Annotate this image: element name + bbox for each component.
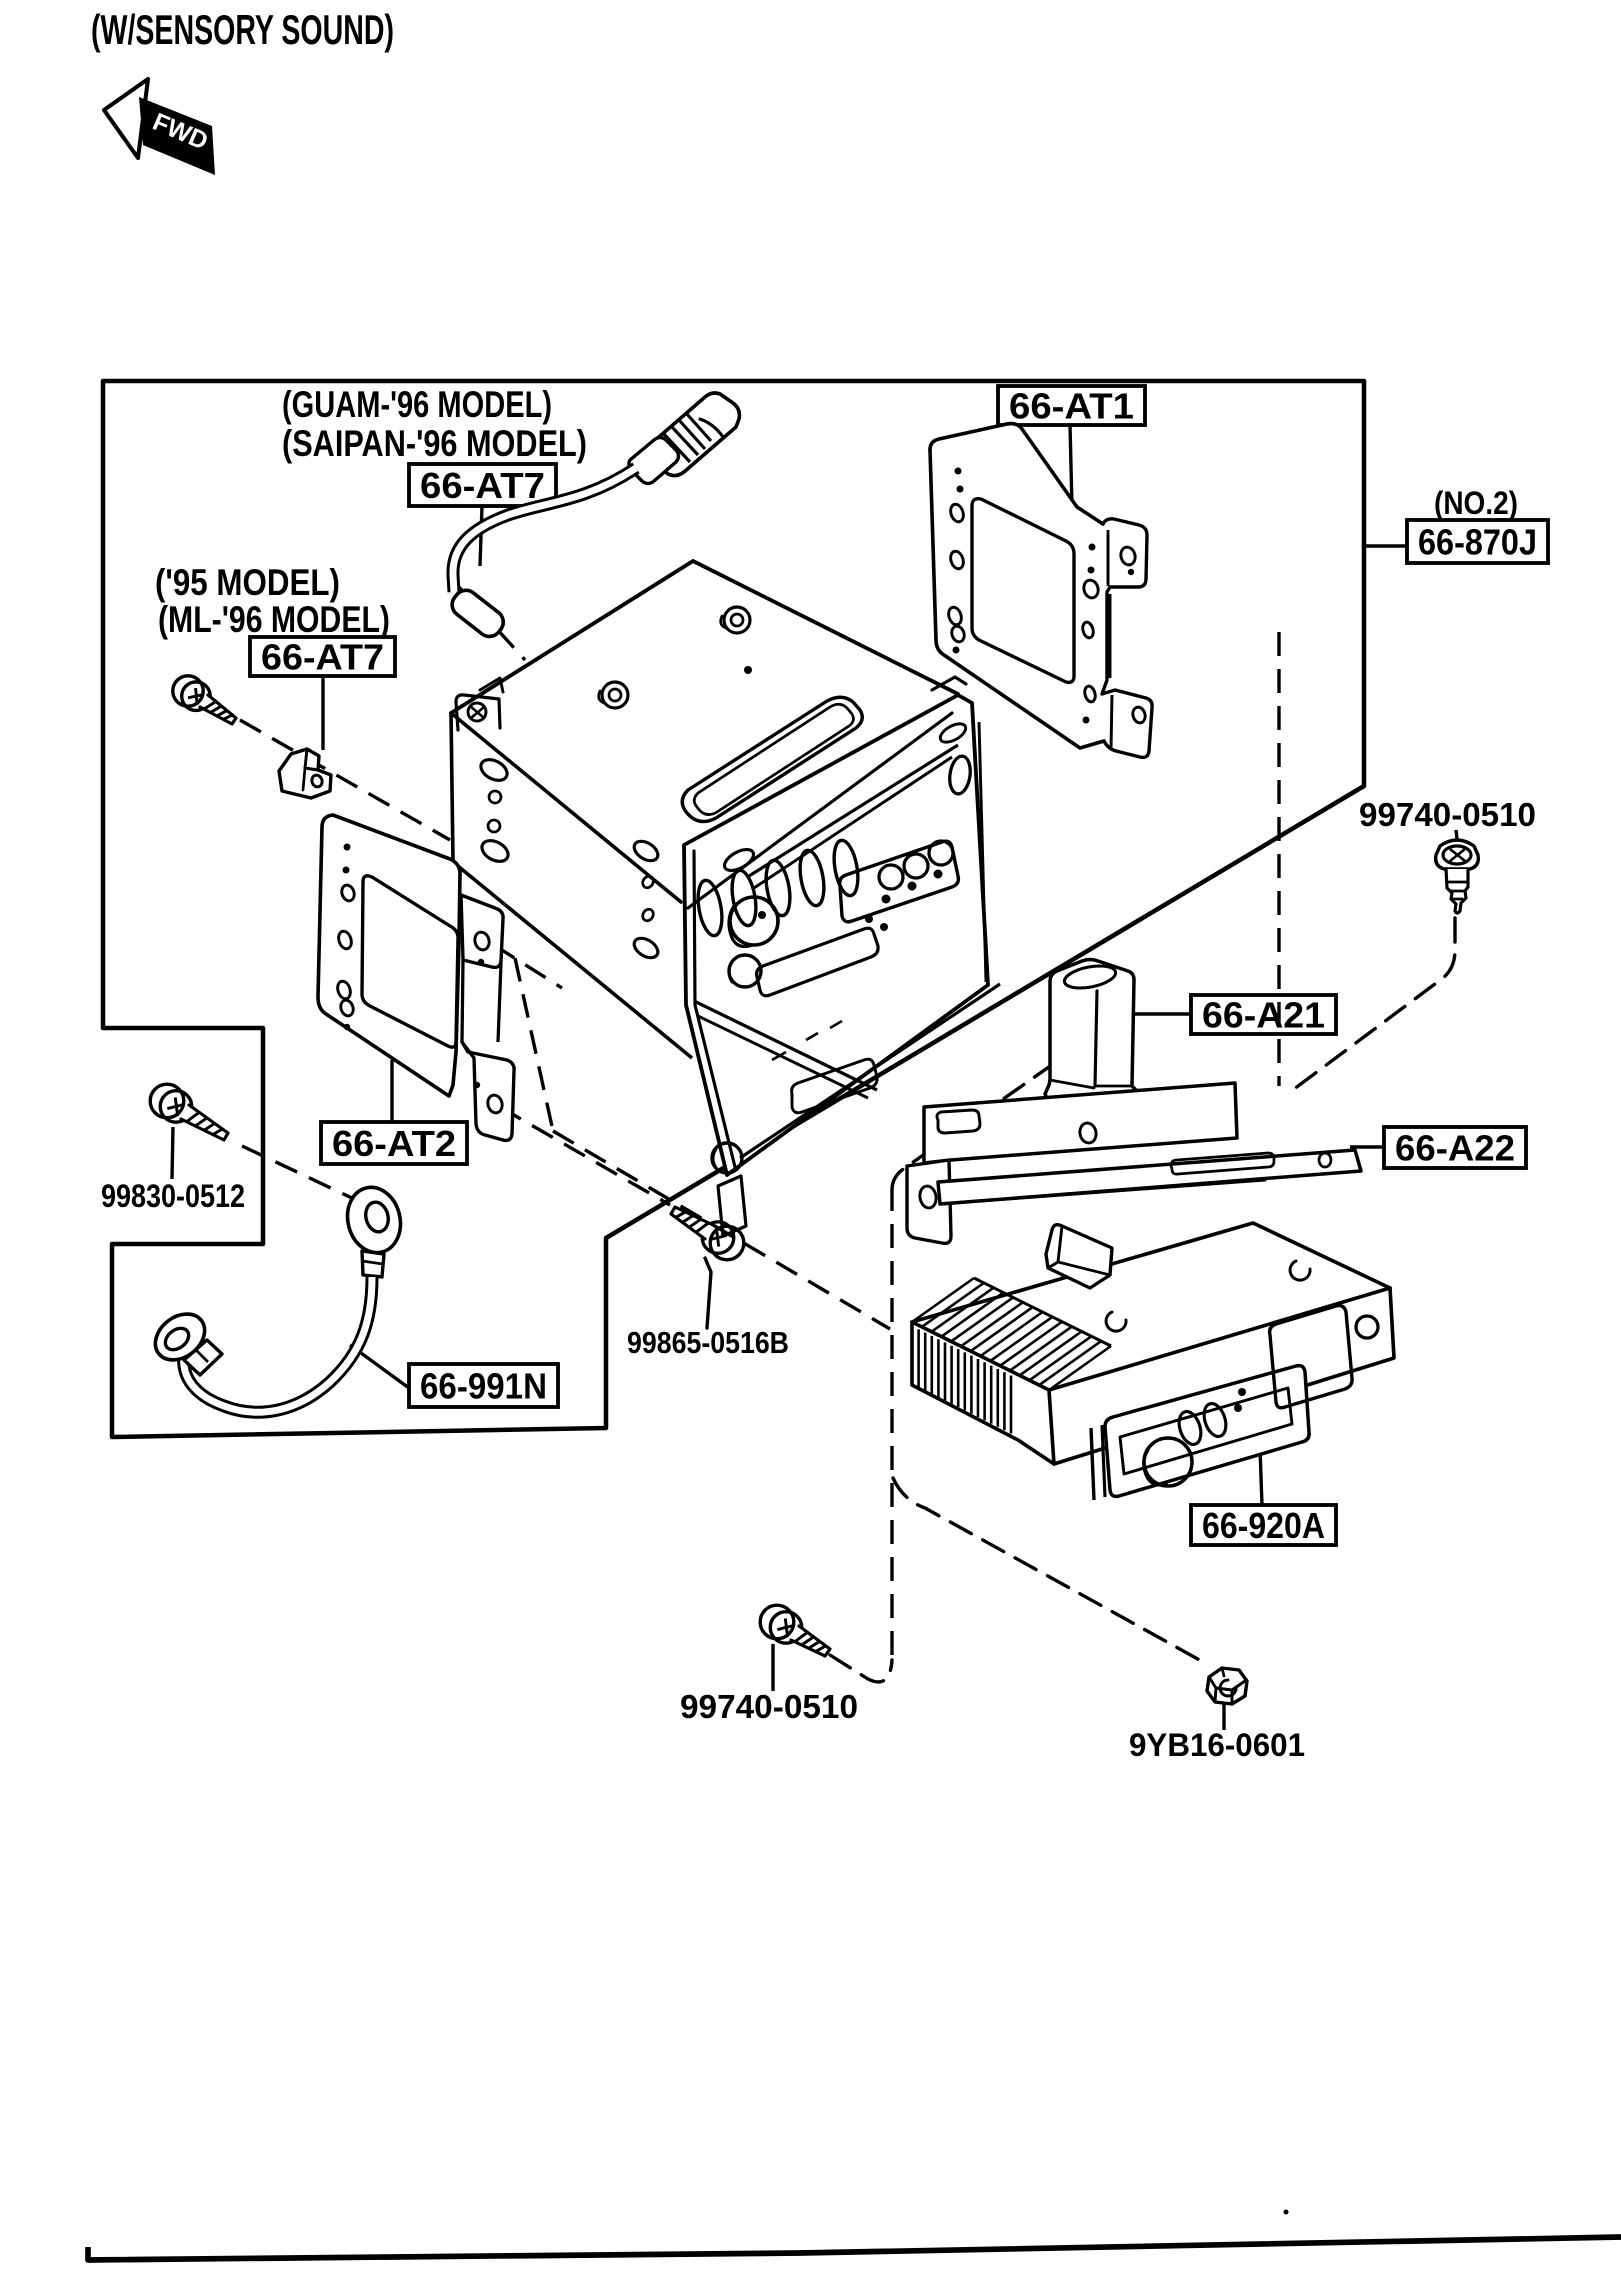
- svg-text:66-A21: 66-A21: [1202, 994, 1325, 1035]
- svg-text:66-991N: 66-991N: [420, 1365, 547, 1406]
- svg-text:99865-0516B: 99865-0516B: [627, 1325, 789, 1360]
- svg-text:(SAIPAN-'96 MODEL): (SAIPAN-'96 MODEL): [282, 423, 587, 464]
- svg-text:66-AT1: 66-AT1: [1009, 385, 1134, 426]
- svg-text:99830-0512: 99830-0512: [101, 1178, 245, 1214]
- svg-text:(ML-'96 MODEL): (ML-'96 MODEL): [158, 599, 390, 640]
- svg-text:66-AT2: 66-AT2: [332, 1123, 456, 1164]
- svg-text:66-AT7: 66-AT7: [420, 465, 545, 506]
- svg-text:66-A22: 66-A22: [1395, 1127, 1515, 1168]
- svg-text:(GUAM-'96 MODEL): (GUAM-'96 MODEL): [282, 384, 552, 425]
- svg-text:66-AT7: 66-AT7: [261, 636, 384, 677]
- svg-text:99740-0510: 99740-0510: [1359, 796, 1536, 833]
- svg-text:(NO.2): (NO.2): [1434, 485, 1518, 521]
- svg-text:66-870J: 66-870J: [1418, 521, 1537, 562]
- svg-text:99740-0510: 99740-0510: [680, 1688, 858, 1725]
- svg-text:66-920A: 66-920A: [1202, 1505, 1325, 1546]
- svg-text:('95 MODEL): ('95 MODEL): [155, 562, 340, 603]
- svg-text:(W/SENSORY SOUND): (W/SENSORY SOUND): [91, 6, 394, 53]
- svg-text:9YB16-0601: 9YB16-0601: [1129, 1727, 1305, 1763]
